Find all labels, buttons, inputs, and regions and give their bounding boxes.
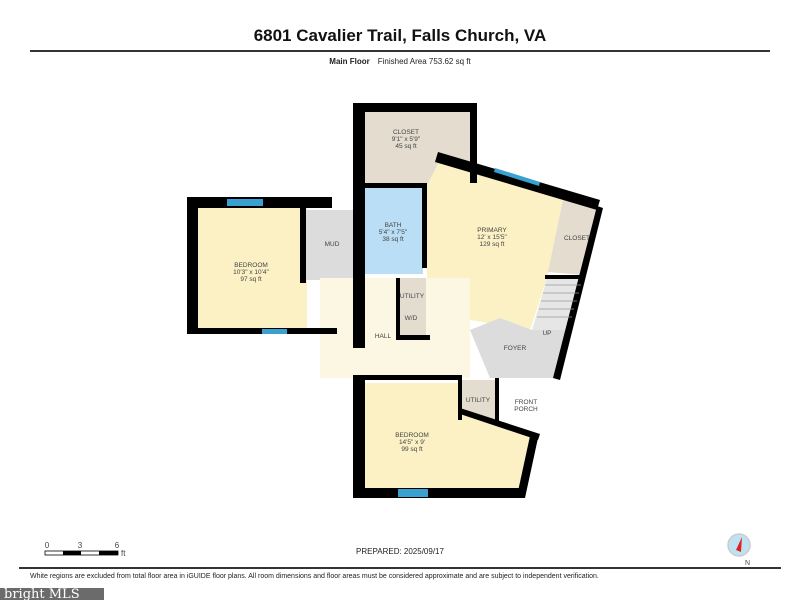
hall-label: HALL [375, 333, 392, 340]
primary-area: 129 sq ft [480, 241, 505, 248]
bright-mls-logo: bright MLS [0, 588, 104, 600]
bedroom-left-area: 97 sq ft [240, 276, 262, 283]
bedroom-left-label: BEDROOM [234, 262, 268, 269]
utility-wd-label: UTILITY [400, 293, 425, 300]
scale-tick: 0 [45, 541, 50, 550]
disclaimer: White regions are excluded from total fl… [30, 573, 599, 580]
room-utility-wd [398, 278, 426, 340]
scale-unit: ft [121, 549, 126, 558]
scale-tick: 6 [115, 541, 120, 550]
closet-top-dims: 9'1" x 5'9" [392, 136, 421, 143]
bedroom-bottom-area: 99 sq ft [401, 446, 423, 453]
divider [30, 50, 770, 52]
compass-north-label: N [745, 560, 750, 567]
room-bedroom-left [197, 208, 307, 328]
foyer-label: FOYER [504, 345, 527, 352]
closet-right-label: CLOSET [564, 235, 590, 242]
page-title: 6801 Cavalier Trail, Falls Church, VA [253, 26, 547, 45]
room-mud [305, 210, 355, 280]
bedroom-bottom-label: BEDROOM [395, 432, 429, 439]
compass-icon: N [727, 533, 751, 567]
front-porch-label-2: PORCH [514, 406, 538, 413]
finished-area: Finished Area 753.62 sq ft [377, 57, 471, 66]
window [227, 199, 263, 206]
primary-label: PRIMARY [477, 227, 507, 234]
bath-dims: 5'4" x 7'5" [379, 229, 408, 236]
room-bath [363, 187, 423, 274]
prepared-date: PREPARED: 2025/09/17 [356, 547, 444, 556]
stairs-up-label: UP [542, 330, 551, 337]
scale-bar: 0 3 6 ft [44, 541, 126, 558]
room-foyer [470, 318, 568, 378]
stair-treads [537, 284, 581, 318]
room-hall [320, 278, 470, 378]
room-bedroom-bottom [365, 383, 535, 488]
primary-dims: 12' x 15'5" [477, 234, 507, 241]
closet-top-label: CLOSET [393, 129, 419, 136]
scale-tick: 3 [78, 541, 83, 550]
utility-bottom-label: UTILITY [466, 397, 491, 404]
bedroom-left-dims: 10'3" x 10'4" [233, 269, 269, 276]
mud-label: MUD [325, 241, 340, 248]
floor-subtitle: Main Floor Finished Area 753.62 sq ft [0, 57, 800, 66]
bedroom-bottom-dims: 14'5" x 9' [399, 439, 425, 446]
front-porch-label: FRONT [515, 399, 537, 406]
window [494, 168, 540, 186]
wd-label: W/D [405, 315, 418, 322]
floor-name: Main Floor [329, 57, 370, 66]
window [262, 329, 287, 334]
footer-divider [19, 567, 781, 569]
windows [227, 168, 540, 497]
bath-label: BATH [385, 222, 402, 229]
closet-top-area: 45 sq ft [395, 143, 417, 150]
bath-area: 38 sq ft [382, 236, 404, 243]
window [398, 489, 428, 497]
